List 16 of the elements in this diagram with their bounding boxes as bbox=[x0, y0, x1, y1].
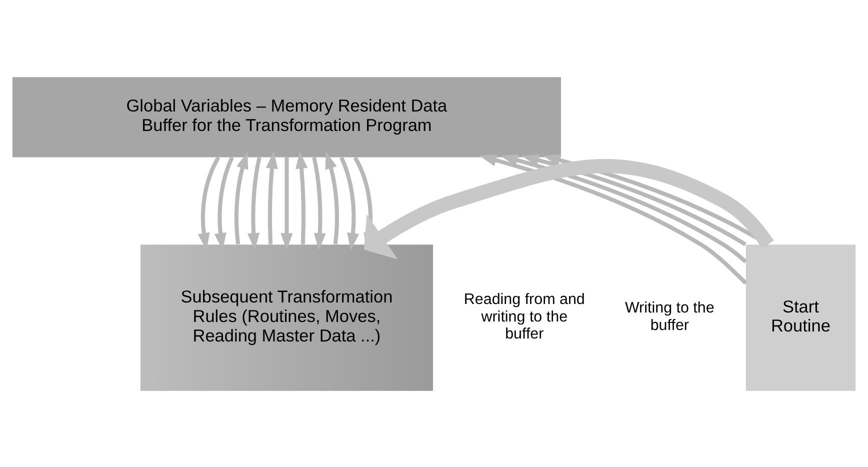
arrow bbox=[296, 150, 308, 244]
arrow bbox=[234, 151, 248, 244]
node-box: Start Routine bbox=[746, 244, 856, 390]
arrow bbox=[500, 154, 748, 263]
label: Writing to the buffer bbox=[624, 299, 714, 334]
node-box: Subsequent Transformation Rules (Routines, Moves, Reading Master Data ...) bbox=[140, 244, 433, 390]
arrow bbox=[312, 156, 326, 250]
label: Reading from and writing to the buffer bbox=[464, 290, 585, 342]
arrow bbox=[247, 156, 262, 250]
arrow bbox=[479, 154, 748, 284]
arrow bbox=[280, 156, 293, 250]
arrow bbox=[340, 156, 360, 250]
arrow bbox=[266, 150, 278, 244]
arrow bbox=[522, 154, 746, 246]
arrow bbox=[325, 151, 340, 244]
node-box: Global Variables – Memory Resident Data Buffer for the Transformation Program bbox=[12, 76, 561, 157]
